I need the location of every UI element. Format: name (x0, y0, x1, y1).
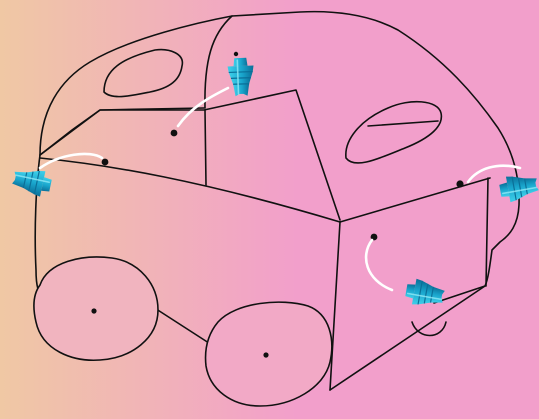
van-pillar (205, 110, 206, 185)
hole-2 (102, 159, 109, 166)
wheel-rear (34, 257, 158, 360)
wheel-rear-hub (91, 308, 96, 313)
wheel-rear-tire (34, 257, 158, 360)
hole-1 (171, 130, 178, 137)
hole-5 (234, 52, 238, 56)
hole-3 (456, 180, 463, 187)
wheel-front-hub (263, 352, 268, 357)
